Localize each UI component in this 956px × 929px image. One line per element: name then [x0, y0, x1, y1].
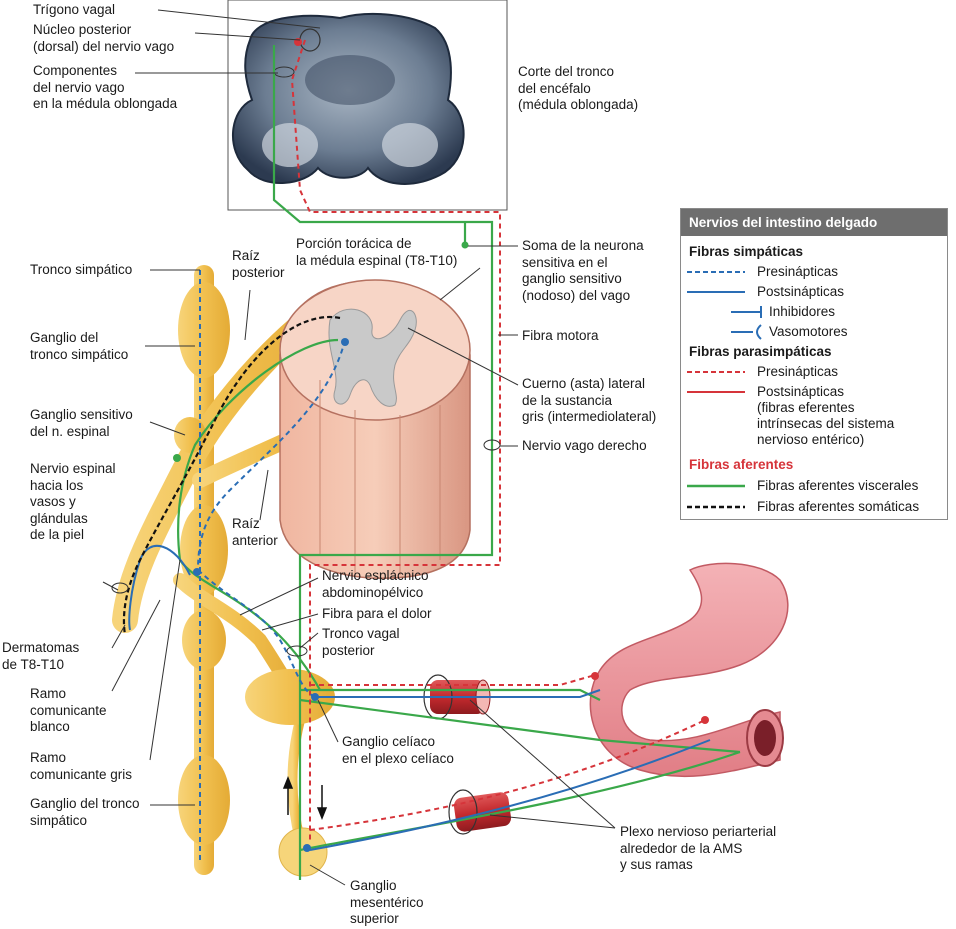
- label-soma-neurona: Soma de la neurona sensitiva en el gangl…: [522, 238, 644, 303]
- leader-lines: [102, 9, 616, 886]
- legend-box: Nervios del intestino delgado Fibras sim…: [680, 208, 948, 520]
- spinal-cord-segment: [279, 279, 471, 579]
- label-nucleo-posterior: Núcleo posterior (dorsal) del nervio vag…: [33, 22, 175, 54]
- parasympathetic-presynaptic: [290, 39, 706, 840]
- legend-postsinapticas-1: Postsinápticas: [757, 284, 845, 299]
- label-ganglio-tronco-2: Ganglio del tronco simpático: [30, 796, 140, 828]
- label-ramo-blanco: Ramo comunicante blanco: [30, 686, 107, 734]
- legend-parasimpaticas: Fibras parasimpáticas: [689, 344, 832, 359]
- label-raiz-anterior: Raíz anterior: [232, 516, 278, 548]
- label-corte-tronco: Corte del tronco del encéfalo (médula ob…: [518, 64, 639, 112]
- label-ramo-gris: Ramo comunicante gris: [30, 750, 133, 782]
- legend-aferentes-somaticas: Fibras aferentes somáticas: [757, 499, 920, 514]
- legend-presinapticas-2: Presinápticas: [757, 364, 839, 379]
- legend-aferentes: Fibras aferentes: [689, 457, 794, 472]
- label-ganglio-mesenterico: Ganglio mesentérico superior: [350, 878, 424, 926]
- label-ganglio-tronco-1: Ganglio del tronco simpático: [30, 330, 129, 362]
- label-raiz-posterior: Raíz posterior: [232, 248, 285, 280]
- stomach-intestine: [589, 562, 789, 778]
- label-nervio-vago-derecho: Nervio vago derecho: [522, 438, 647, 453]
- legend-vasomotores: Vasomotores: [769, 324, 848, 339]
- label-nervio-espinal: Nervio espinal hacia los vasos y glándul…: [30, 461, 116, 542]
- label-fibra-motora: Fibra motora: [522, 328, 599, 343]
- legend-postsinapticas-2: Postsinápticas (fibras eferentes intríns…: [757, 384, 895, 447]
- legend-presinapticas-1: Presinápticas: [757, 264, 839, 279]
- arrows: [282, 775, 328, 821]
- sympathetic-trunk: [178, 265, 230, 875]
- somatic-afferent-fibers: [122, 315, 341, 636]
- legend-title: Nervios del intestino delgado: [681, 209, 947, 236]
- sensory-neuron-soma: [461, 241, 469, 249]
- label-dermatomas: Dermatomas de T8-T10: [2, 640, 80, 672]
- legend-aferentes-viscerales: Fibras aferentes viscerales: [757, 478, 919, 493]
- label-tronco-simpatico: Tronco simpático: [30, 262, 133, 277]
- label-tronco-vagal: Tronco vagal posterior: [322, 626, 400, 658]
- label-plexo-periarterial: Plexo nervioso periarterial alrededor de…: [620, 824, 777, 872]
- label-nervio-esplacnico: Nervio esplácnico abdominopélvico: [322, 568, 429, 600]
- label-ganglio-celiaco: Ganglio celíaco en el plexo celíaco: [342, 734, 454, 766]
- label-fibra-dolor: Fibra para el dolor: [322, 606, 432, 621]
- label-ganglio-sensitivo: Ganglio sensitivo del n. espinal: [30, 407, 133, 439]
- brainstem-section: [227, 0, 508, 211]
- afferent-visceral-fibers: [177, 45, 741, 880]
- label-componentes: Componentes del nervio vago en la médula…: [33, 63, 178, 111]
- legend-inhibidores: Inhibidores: [769, 304, 836, 319]
- label-cuerno-lateral: Cuerno (asta) lateral de la sustancia gr…: [522, 376, 657, 424]
- legend-swatches: [687, 271, 762, 509]
- label-trigono-vagal: Trígono vagal: [33, 2, 116, 17]
- label-porcion-toracica: Porción torácica de la médula espinal (T…: [296, 236, 458, 268]
- legend-simpaticas: Fibras simpáticas: [689, 244, 804, 259]
